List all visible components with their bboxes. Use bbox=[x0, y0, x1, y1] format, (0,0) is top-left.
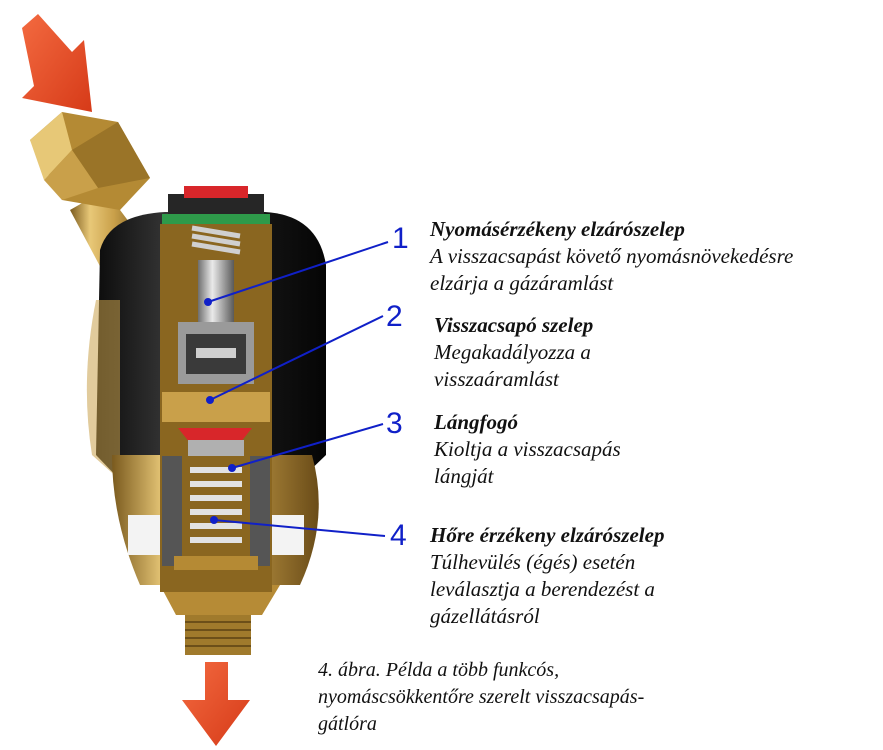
callout-flame-arrester: Lángfogó Kioltja a visszacsapás lángját bbox=[434, 409, 621, 490]
callout-line: lángját bbox=[434, 463, 621, 490]
callout-thermal-shutoff-valve: Hőre érzékeny elzárószelep Túlhevülés (é… bbox=[430, 522, 664, 630]
caption-line: gátlóra bbox=[318, 711, 644, 738]
callout-line: visszaáramlást bbox=[434, 366, 593, 393]
callout-number-2: 2 bbox=[386, 302, 403, 332]
callout-line: leválasztja a berendezést a bbox=[430, 576, 664, 603]
figure-caption: 4. ábra. Példa a több funkcós, nyomáscsö… bbox=[318, 657, 644, 738]
callout-line: Túlhevülés (égés) esetén bbox=[430, 549, 664, 576]
callout-line: Kioltja a visszacsapás bbox=[434, 436, 621, 463]
callout-check-valve: Visszacsapó szelep Megakadályozza a viss… bbox=[434, 312, 593, 393]
caption-line: nyomáscsökkentőre szerelt visszacsapás- bbox=[318, 684, 644, 711]
callout-line: gázellátásról bbox=[430, 603, 664, 630]
outlet-arrow bbox=[182, 662, 250, 746]
callout-number-1: 1 bbox=[392, 224, 409, 254]
callout-title: Hőre érzékeny elzárószelep bbox=[430, 522, 664, 549]
inlet-arrow bbox=[22, 14, 92, 112]
caption-line: 4. ábra. Példa a több funkcós, bbox=[318, 657, 644, 684]
callout-title: Visszacsapó szelep bbox=[434, 312, 593, 339]
callout-line: elzárja a gázáramlást bbox=[430, 270, 793, 297]
callout-line: Megakadályozza a bbox=[434, 339, 593, 366]
callout-title: Nyomásérzékeny elzárószelep bbox=[430, 216, 793, 243]
cutaway-interior bbox=[160, 224, 272, 592]
callout-number-3: 3 bbox=[386, 409, 403, 439]
callout-line: A visszacsapást követő nyomásnövekedésre bbox=[430, 243, 793, 270]
callout-number-4: 4 bbox=[390, 521, 407, 551]
callout-pressure-shutoff-valve: Nyomásérzékeny elzárószelep A visszacsap… bbox=[430, 216, 793, 297]
callout-title: Lángfogó bbox=[434, 409, 621, 436]
